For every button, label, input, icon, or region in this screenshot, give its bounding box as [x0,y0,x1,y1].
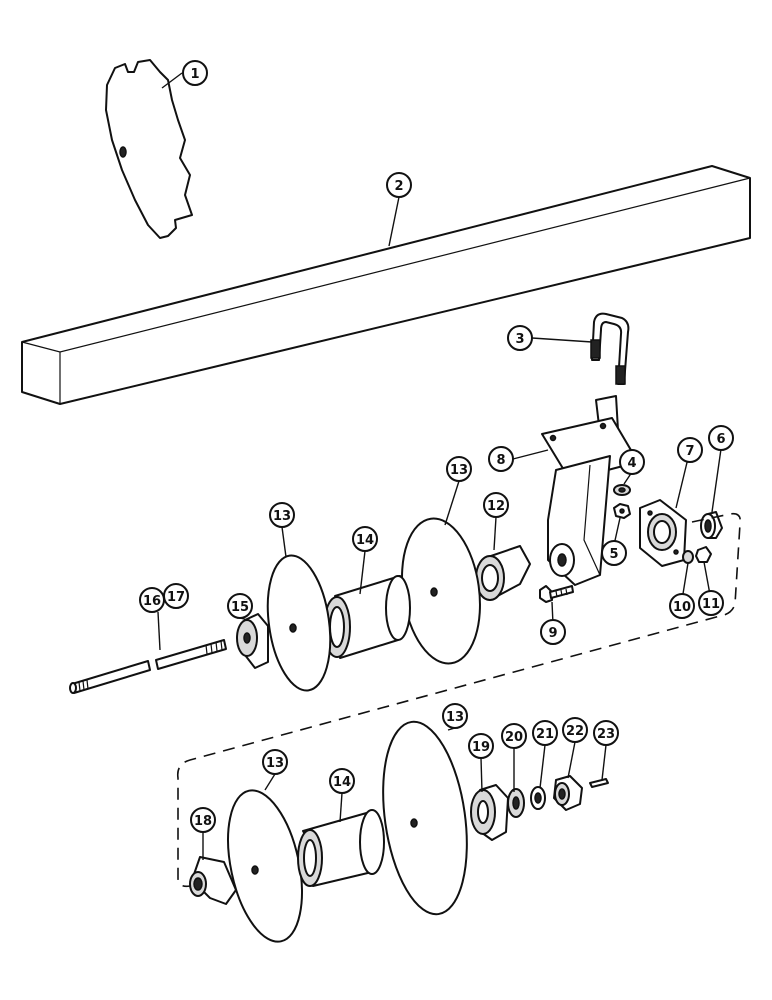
bearing-hanger [541,395,639,586]
callout-4: 4 [619,449,645,475]
gang-bolt-shaft-long [69,660,151,694]
callout-13-lower-left: 13 [262,749,288,775]
callout-21: 21 [532,720,558,746]
callout-18: 18 [190,807,216,833]
svg-text:13: 13 [273,509,291,524]
cotter-pin [589,778,609,788]
callout-16: 16 [139,587,165,613]
svg-text:17: 17 [167,590,185,605]
callout-1: 1 [182,60,208,86]
svg-text:5: 5 [609,547,618,562]
bumper-lower [470,784,509,841]
svg-text:13: 13 [266,756,284,771]
svg-text:10: 10 [673,600,691,615]
washer-lower [507,788,525,818]
svg-text:14: 14 [356,533,374,548]
spool-lower [297,809,385,887]
svg-text:3: 3 [515,332,524,347]
svg-text:11: 11 [702,597,720,612]
lock-washer-lower [530,786,546,810]
svg-text:6: 6 [716,432,725,447]
spool-upper [323,575,411,659]
svg-text:22: 22 [566,724,584,739]
assembly-dashed-line [176,512,742,888]
callout-20: 20 [501,723,527,749]
svg-text:8: 8 [496,453,505,468]
svg-text:9: 9 [548,626,557,641]
callout-14-lower: 14 [329,768,355,794]
callout-2: 2 [386,172,412,198]
svg-text:13: 13 [446,710,464,725]
svg-text:14: 14 [333,775,351,790]
small-nut [695,546,712,563]
svg-text:7: 7 [685,444,694,459]
hex-nut [613,503,631,519]
flat-washer-small [682,550,694,564]
callout-23: 23 [593,720,619,746]
cap-screw [539,585,574,603]
svg-text:18: 18 [194,814,212,829]
callout-10: 10 [669,593,695,619]
svg-text:15: 15 [231,600,249,615]
svg-text:21: 21 [536,727,554,742]
lock-washer [613,484,631,496]
bumper-spacer [236,613,269,669]
callout-13-lower-right: 13 [442,703,468,729]
callout-22: 22 [562,717,588,743]
svg-text:1: 1 [190,67,199,82]
svg-text:19: 19 [472,740,490,755]
disc-blade-lower-right [382,720,468,916]
svg-text:16: 16 [143,594,161,609]
bearing-cone-lower [189,856,237,905]
svg-text:13: 13 [450,463,468,478]
callout-5: 5 [601,540,627,566]
callout-6: 6 [708,425,734,451]
square-gang-bar [21,165,751,405]
callout-17: 17 [163,583,189,609]
flange-bearing-housing [639,499,687,567]
u-bolt [590,312,630,385]
notched-disc-blade [105,59,193,239]
callout-12: 12 [483,492,509,518]
callout-14-upper: 14 [352,526,378,552]
svg-text:2: 2 [394,179,403,194]
svg-text:12: 12 [487,499,505,514]
bearing-insert [700,511,723,539]
svg-text:4: 4 [627,456,636,471]
svg-text:20: 20 [505,730,523,745]
svg-text:23: 23 [597,727,615,742]
callout-3: 3 [507,325,533,351]
callout-9: 9 [540,619,566,645]
callout-15: 15 [227,593,253,619]
disc-blade-upper-left [266,554,332,692]
gang-bolt-shaft-short [155,639,227,670]
callout-11: 11 [698,590,724,616]
bearing-cone-spool [475,545,531,601]
castle-nut [553,775,583,811]
callout-19: 19 [468,733,494,759]
callout-7: 7 [677,437,703,463]
callout-13-upper-left: 13 [269,502,295,528]
callout-8: 8 [488,446,514,472]
callout-13-upper-right: 13 [446,456,472,482]
